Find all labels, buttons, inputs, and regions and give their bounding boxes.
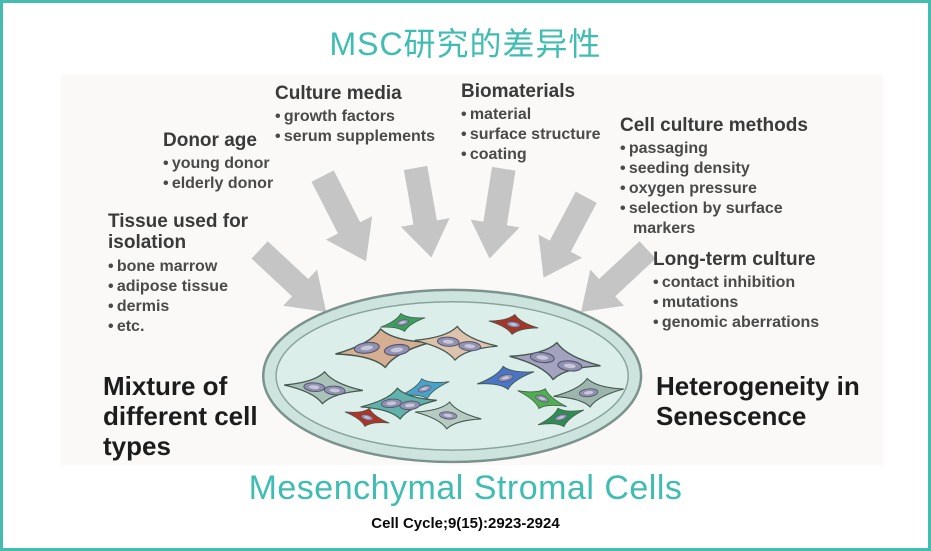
factor-cell-culture-methods: Cell culture methods passagingseeding de… [620,115,828,239]
factor-bullet: surface structure [461,125,601,145]
converging-arrow-icon [400,165,450,258]
converging-arrow-icon [311,170,373,262]
converging-arrow-icon [470,166,520,259]
factor-title: Tissue used for isolation [108,211,249,254]
factor-bullet: coating [461,145,601,165]
factor-bullet: genomic aberrations [653,313,873,333]
factor-tissue-isolation: Tissue used for isolation bone marrowadi… [108,211,280,337]
factor-bullet: material [461,105,601,125]
factor-list: young donorelderly donor [163,154,273,194]
page-title: MSC研究的差异性 [329,26,602,62]
cell [476,365,535,391]
factor-bullet: elderly donor [163,174,273,194]
cell [380,312,426,333]
factor-bullet: selection by surface markers [620,199,828,239]
factor-donor-age: Donor age young donorelderly donor [163,130,273,194]
cell [553,377,624,408]
factor-bullet: dermis [108,297,280,317]
factor-bullet: contact inhibition [653,273,873,293]
cell [399,378,450,400]
cell [537,407,585,428]
factor-title: Biomaterials [461,81,576,102]
factor-bullet: serum supplements [275,127,435,147]
factor-title: Culture media [275,83,402,104]
factor-title: Cell culture methods [620,115,808,136]
diagram-illustration [251,165,656,464]
cell [488,313,539,336]
cell [360,387,437,420]
factor-list: contact inhibitionmutationsgenomic aberr… [653,273,873,333]
factor-bullet: adipose tissue [108,277,280,297]
subtitle: Mesenchymal Stromal Cells [248,469,683,507]
factor-title: Long-term culture [653,249,816,270]
factor-bullet: bone marrow [108,257,280,277]
factor-long-term-culture: Long-term culture contact inhibitionmuta… [653,249,873,333]
converging-arrow-icon [581,241,656,312]
factor-bullet: passaging [620,139,828,159]
cell [415,401,482,430]
factor-list: materialsurface structurecoating [461,105,601,165]
cell [335,327,431,369]
citation: Cell Cycle;9(15):2923-2924 [371,515,560,532]
factor-bullet: oxygen pressure [620,179,828,199]
cell [414,325,498,362]
factor-list: passagingseeding densityoxygen pressures… [620,139,828,239]
converging-arrow-icon [538,191,597,278]
factor-bullet: growth factors [275,107,435,127]
factor-bullet: seeding density [620,159,828,179]
factor-bullet: etc. [108,317,280,337]
factor-list: bone marrowadipose tissuedermisetc. [108,257,280,337]
converging-arrows [251,165,656,312]
factor-biomaterials: Biomaterials materialsurface structureco… [461,81,601,165]
outcome-mixture-label: Mixture of different cell types [103,371,258,462]
cell [509,341,601,381]
cell [344,407,390,427]
cell-cluster [284,312,624,430]
factor-bullet: young donor [163,154,273,174]
factor-culture-media: Culture media growth factorsserum supple… [275,83,435,147]
cell [284,370,364,405]
outcome-heterogeneity-label: Heterogeneity in Senescence [656,371,860,432]
cell [517,388,567,410]
factor-title: Donor age [163,130,257,151]
factor-list: growth factorsserum supplements [275,107,435,147]
factor-bullet: mutations [653,293,873,313]
